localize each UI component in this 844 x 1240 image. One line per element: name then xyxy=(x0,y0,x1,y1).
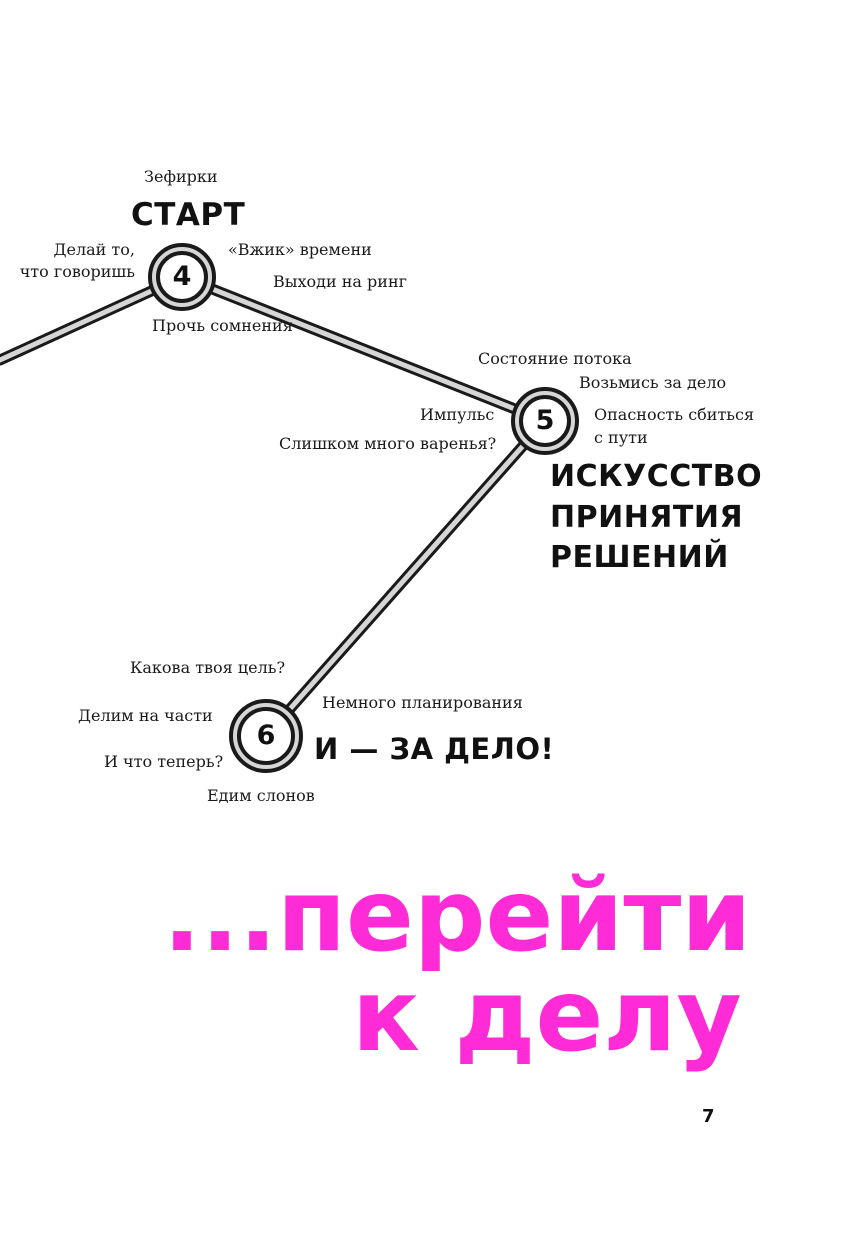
heading-start: СТАРТ xyxy=(131,197,246,233)
label-teper: И что теперь? xyxy=(104,752,224,771)
label-vzhik: «Вжик» времени xyxy=(228,240,372,259)
label-impuls: Импульс xyxy=(420,405,495,424)
label-cel: Какова твоя цель? xyxy=(130,658,286,677)
label-varenie: Слишком много варенья? xyxy=(279,434,497,453)
label-zefirki: Зефирки xyxy=(144,167,218,186)
station-5-number: 5 xyxy=(535,405,555,436)
label-delai-2: что говоришь xyxy=(19,262,135,281)
heading-iskusstvo-2: ПРИНЯТИЯ xyxy=(550,500,744,535)
label-delim: Делим на части xyxy=(78,706,213,725)
station-4-number: 4 xyxy=(172,261,192,292)
label-vozmis: Возьмись за дело xyxy=(579,373,727,392)
page-number: 7 xyxy=(702,1106,715,1127)
station-6-ring xyxy=(229,699,303,773)
title-line-1: ...перейти xyxy=(163,857,752,974)
station-6-number: 6 xyxy=(256,720,276,751)
label-potok: Состояние потока xyxy=(478,349,632,368)
heading-za-delo: И — ЗА ДЕЛО! xyxy=(314,732,555,766)
label-planirovanie: Немного планирования xyxy=(322,693,523,712)
label-delai-1: Делай то, xyxy=(53,240,136,259)
heading-iskusstvo-1: ИСКУССТВО xyxy=(550,459,763,494)
station-4-ring xyxy=(148,243,216,311)
heading-iskusstvo-3: РЕШЕНИЙ xyxy=(550,540,729,575)
label-slony: Едим слонов xyxy=(207,786,315,805)
label-opasnost-2: с пути xyxy=(594,428,648,447)
title-line-2: к делу xyxy=(352,957,742,1074)
label-opasnost-1: Опасность сбиться xyxy=(594,405,755,424)
station-5-ring xyxy=(511,387,579,455)
label-proch: Прочь сомнения xyxy=(152,316,293,335)
label-ring: Выходи на ринг xyxy=(273,272,407,291)
